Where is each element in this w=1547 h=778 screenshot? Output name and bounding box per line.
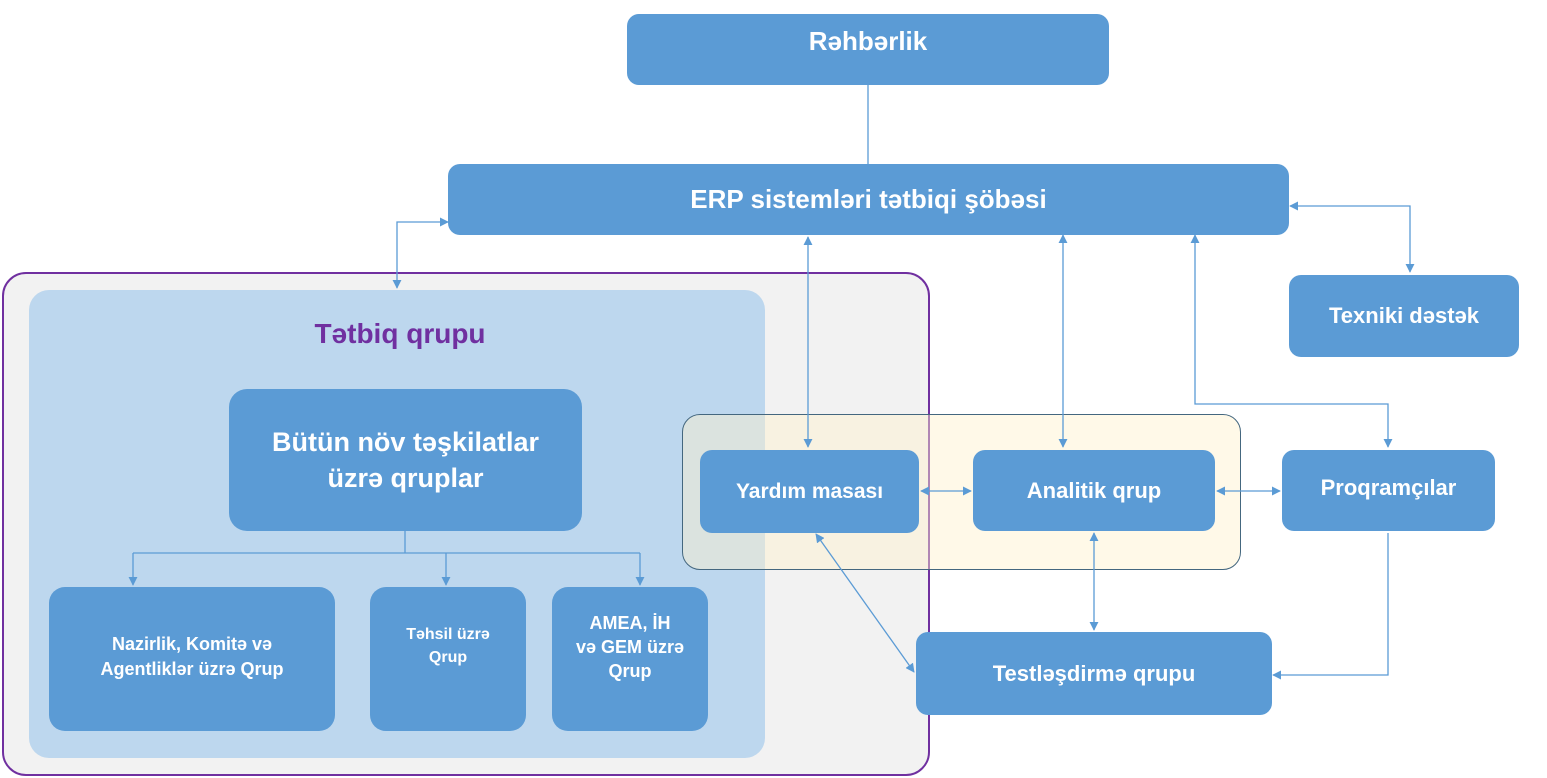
texniki-destek-label: Texniki dəstək	[1329, 303, 1479, 328]
amea-box: AMEA, İH və GEM üzrə Qrup	[552, 587, 708, 731]
tetbiq-qrupu-title: Tətbiq qrupu	[250, 318, 550, 354]
testlesdirme-label: Testləşdirmə qrupu	[992, 660, 1196, 686]
analitik-qrup-label: Analitik qrup	[1026, 477, 1162, 503]
butun-nov-line1: Bütün növ təşkilatlar	[271, 427, 540, 457]
yardim-masasi-label: Yardım masası	[735, 479, 884, 503]
butun-nov-line2: üzrə qruplar	[327, 463, 484, 493]
programcilar-label: Proqramçılar	[1320, 474, 1457, 500]
nazirlik-line2: Agentliklər üzrə Qrup	[100, 659, 284, 679]
tehsil-line1: Təhsil üzrə	[406, 626, 490, 643]
amea-line2: və GEM üzrə	[575, 637, 685, 657]
texniki-destek-box: Texniki dəstək	[1289, 275, 1519, 357]
butun-nov-box: Bütün növ təşkilatlar üzrə qruplar	[229, 389, 582, 531]
analitik-qrup-box: Analitik qrup	[973, 450, 1215, 531]
testlesdirme-box: Testləşdirmə qrupu	[916, 632, 1272, 715]
erp-box: ERP sistemləri tətbiqi şöbəsi	[448, 164, 1289, 235]
tetbiq-qrupu-label: Tətbiq qrupu	[314, 318, 486, 349]
amea-line1: AMEA, İH	[589, 613, 671, 633]
nazirlik-line1: Nazirlik, Komitə və	[111, 634, 273, 654]
tehsil-box: Təhsil üzrə Qrup	[370, 587, 526, 731]
amea-line3: Qrup	[608, 661, 652, 681]
erp-label: ERP sistemləri tətbiqi şöbəsi	[690, 184, 1047, 214]
rehberlik-label: Rəhbərlik	[808, 26, 928, 56]
yardim-masasi-box: Yardım masası	[700, 450, 919, 533]
tehsil-line2: Qrup	[428, 649, 468, 666]
rehberlik-box: Rəhbərlik	[627, 14, 1109, 85]
programcilar-box: Proqramçılar	[1282, 450, 1495, 531]
nazirlik-box: Nazirlik, Komitə və Agentliklər üzrə Qru…	[49, 587, 335, 731]
